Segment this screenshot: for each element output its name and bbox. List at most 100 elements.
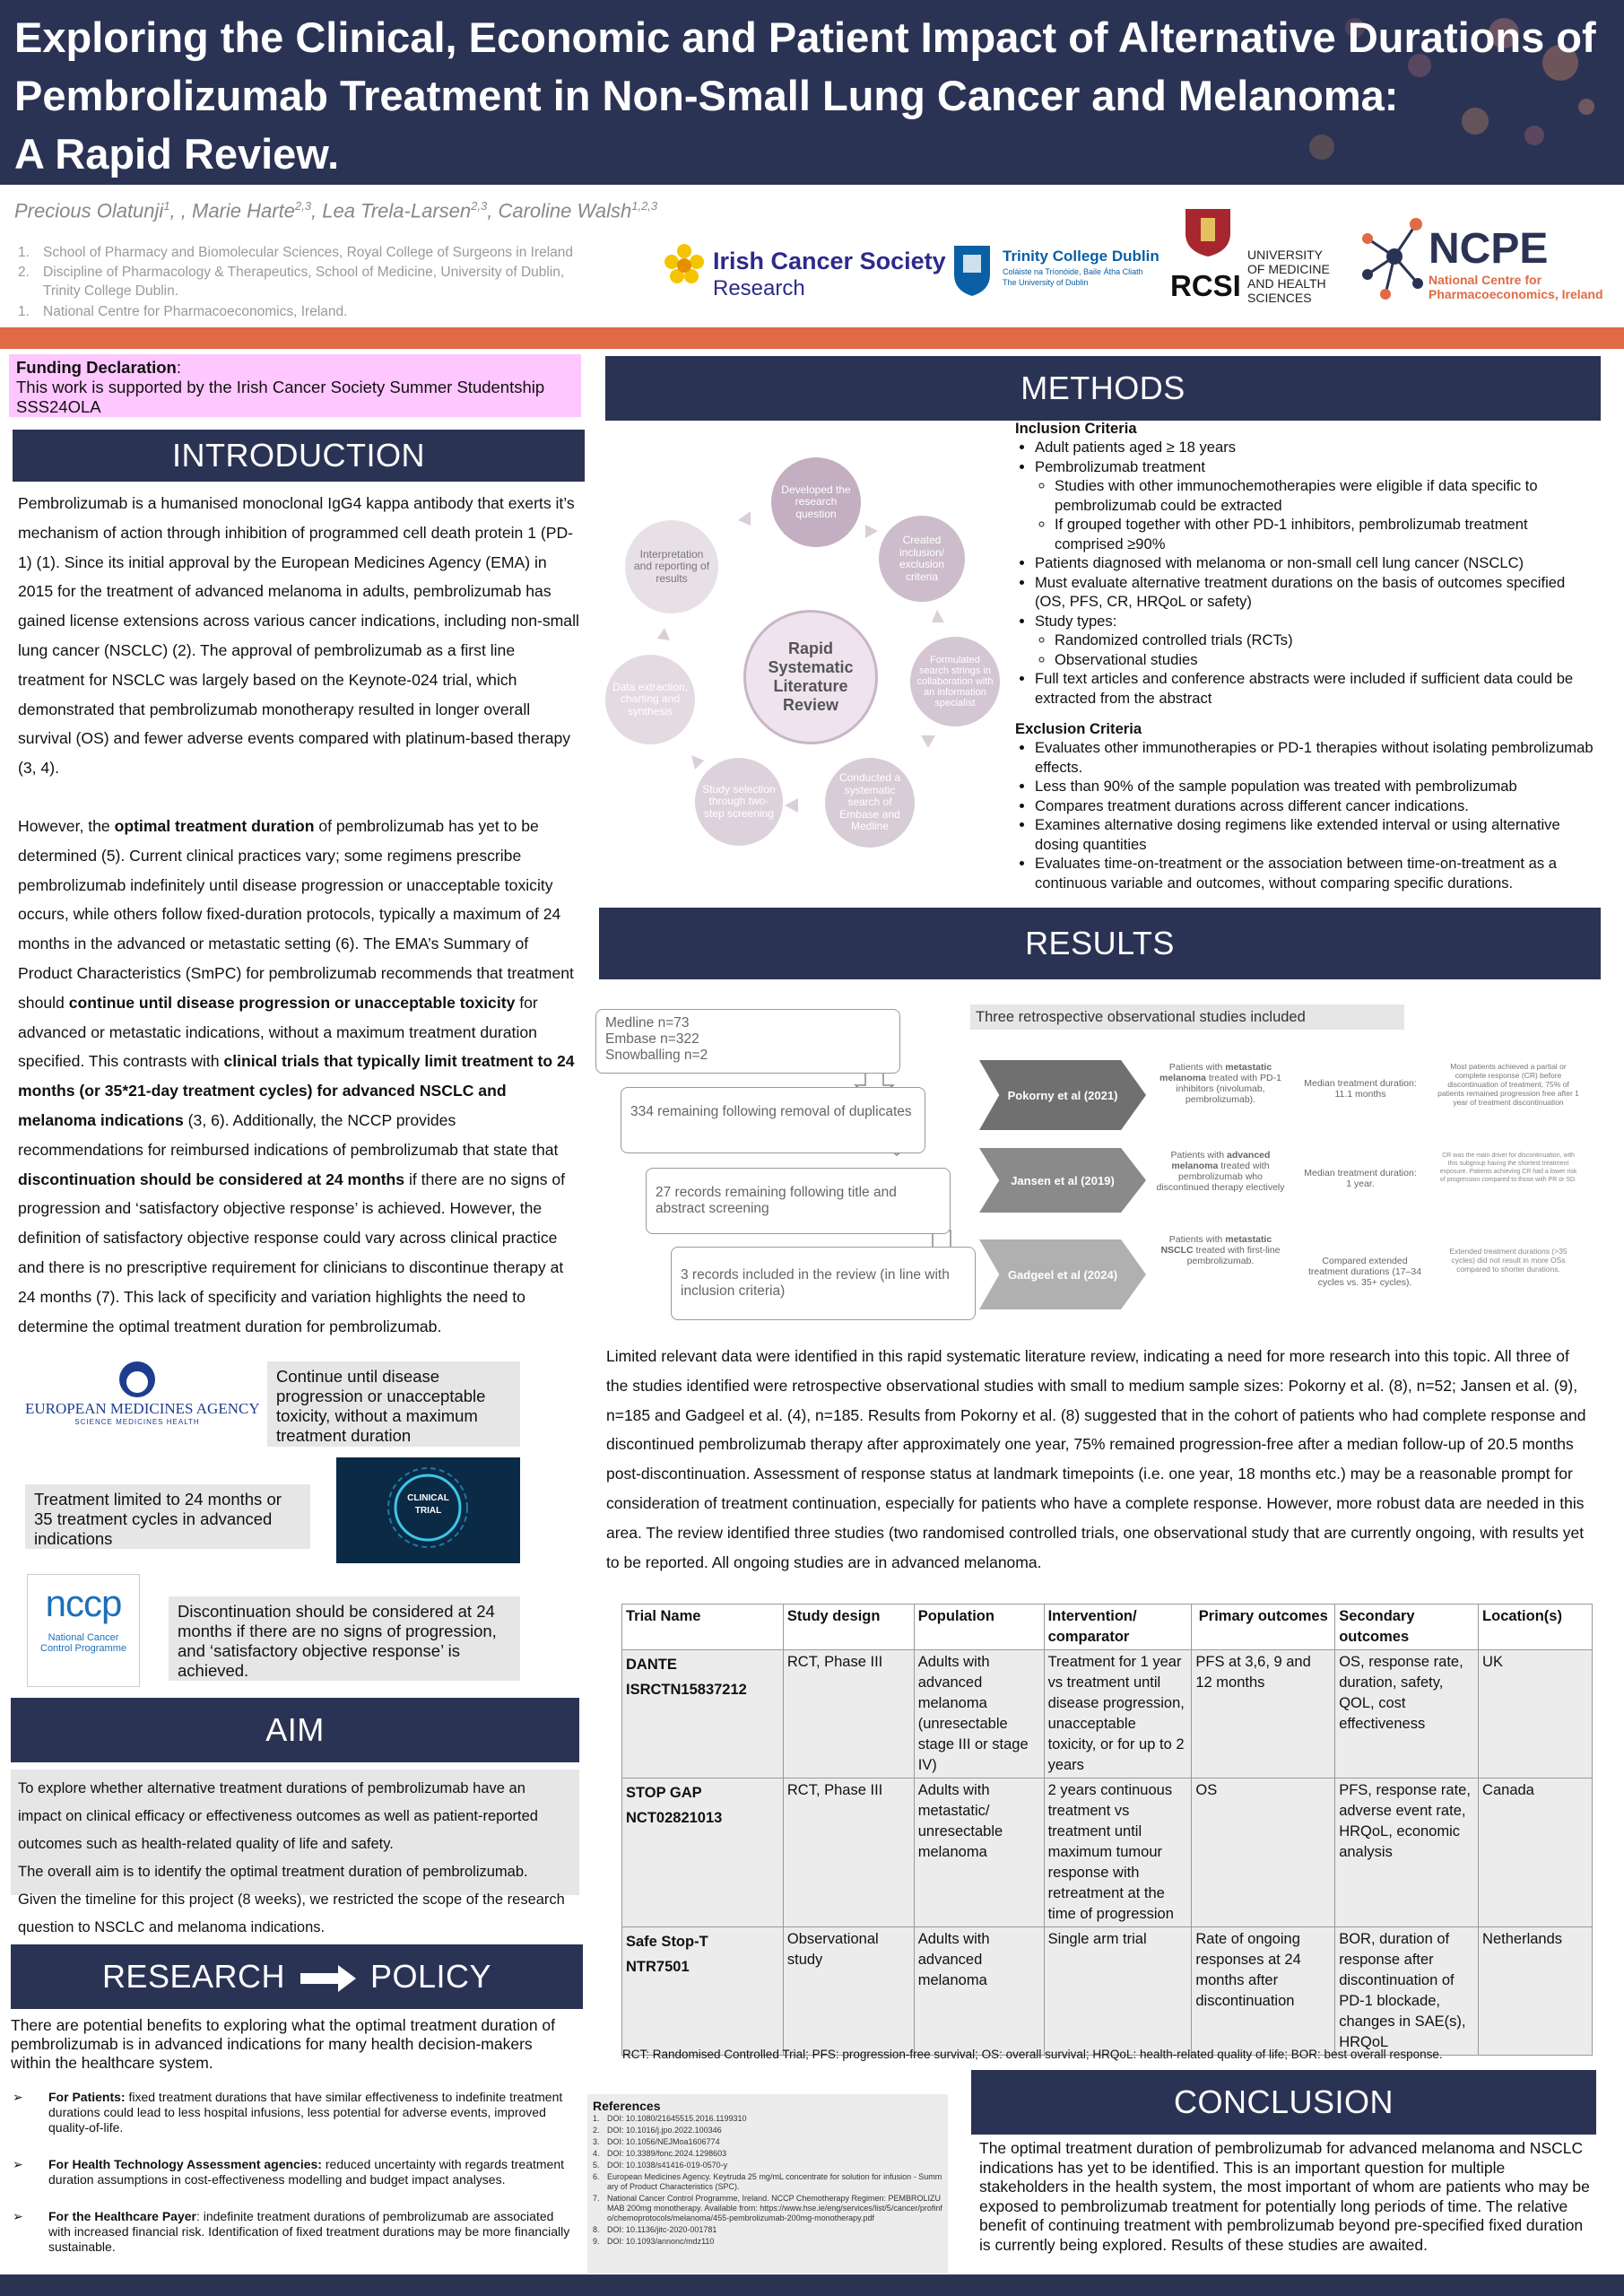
author-name: Caroline Walsh bbox=[498, 199, 632, 222]
conclusion-text: The optimal treatment duration of pembro… bbox=[979, 2139, 1590, 2254]
aim-heading: AIM bbox=[11, 1698, 579, 1762]
criteria-panel: Inclusion Criteria Adult patients aged ≥… bbox=[1015, 420, 1598, 892]
study-population: Patients with advanced melanoma treated … bbox=[1156, 1150, 1285, 1193]
criterion: Full text articles and conference abstra… bbox=[1035, 669, 1598, 708]
criterion: Patients diagnosed with melanoma or non-… bbox=[1035, 553, 1598, 573]
policy-item: ➢For the Healthcare Payer: indefinite tr… bbox=[13, 2209, 570, 2254]
aim-paragraph: Given the timeline for this project (8 w… bbox=[18, 1892, 565, 1935]
introduction-text: Pembrolizumab is a humanised monoclonal … bbox=[18, 489, 583, 1370]
reference-item: 9.DOI: 10.1093/annonc/mdz110 bbox=[593, 2237, 715, 2246]
reference-item: 8.DOI: 10.1136/jitc-2020-001781 bbox=[593, 2225, 717, 2234]
intro-paragraph-1: Pembrolizumab is a humanised monoclonal … bbox=[18, 494, 579, 778]
exclusion-list: Evaluates other immunotherapies or PD-1 … bbox=[1035, 738, 1598, 892]
study-outcome: Most patients achieved a partial or comp… bbox=[1437, 1062, 1579, 1107]
reference-item: 7.National Cancer Control Programme, Ire… bbox=[593, 2194, 942, 2222]
criterion: Compares treatment durations across diff… bbox=[1035, 796, 1598, 816]
trial-intervention: Single arm trial bbox=[1043, 1926, 1193, 2056]
policy-intro: There are potential benefits to explorin… bbox=[11, 2016, 556, 2072]
funding-code: SSS24OLA bbox=[16, 397, 101, 416]
table-header: Trial Name bbox=[621, 1604, 784, 1650]
cycle-arrows bbox=[657, 511, 944, 813]
affiliation: 1.School of Pharmacy and Biomolecular Sc… bbox=[18, 245, 574, 260]
cycle-step: Interpretation and reporting of results bbox=[625, 520, 718, 613]
criterion: Evaluates time-on-treatment or the assoc… bbox=[1035, 854, 1598, 892]
trial-design: RCT, Phase III bbox=[782, 1649, 915, 1779]
aim-paragraph: The overall aim is to identify the optim… bbox=[18, 1864, 528, 1880]
trial-intervention: 2 years continuous treatment vs treatmen… bbox=[1043, 1778, 1193, 1927]
cycle-step: Study selection through two-step screeni… bbox=[695, 758, 783, 846]
cycle-step: Conducted a systematic search of Embase … bbox=[825, 758, 915, 848]
trial-population: Adults with advanced melanoma (unresecta… bbox=[913, 1649, 1045, 1779]
introduction-heading: INTRODUCTION bbox=[13, 430, 585, 482]
criterion: Randomized controlled trials (RCTs) bbox=[1055, 631, 1598, 650]
decor-bubble bbox=[1524, 126, 1544, 145]
trial-secondary-outcome: OS, response rate, duration, safety, QOL… bbox=[1334, 1649, 1480, 1779]
table-header: Location(s) bbox=[1478, 1604, 1593, 1650]
study-name: Gadgeel et al (2024) bbox=[979, 1239, 1146, 1309]
funding-declaration: Funding Declaration: This work is suppor… bbox=[9, 354, 581, 417]
criterion: Must evaluate alternative treatment dura… bbox=[1035, 573, 1598, 612]
ema-logo: EUROPEAN MEDICINES AGENCY SCIENCE MEDICI… bbox=[25, 1359, 260, 1432]
trial-secondary-outcome: BOR, duration of response after disconti… bbox=[1334, 1926, 1480, 2056]
flow-box-deduplicated: 334 remaining following removal of dupli… bbox=[621, 1087, 925, 1153]
ncpe-network-icon bbox=[1362, 218, 1423, 300]
clinical-trial-image: CLINICAL TRIAL bbox=[336, 1457, 520, 1563]
author-affiliation-mark: 1,2,3 bbox=[631, 199, 658, 213]
studies-heading: Three retrospective observational studie… bbox=[970, 1004, 1404, 1030]
table-header: Secondary outcomes bbox=[1334, 1604, 1480, 1650]
study-row: Jansen et al (2019) Patients with advanc… bbox=[979, 1148, 1580, 1213]
cycle-step: Formulated search strings in collaborati… bbox=[910, 637, 1000, 726]
study-duration: Median treatment duration: 11.1 months bbox=[1304, 1078, 1417, 1100]
cycle-center: Rapid Systematic Literature Review bbox=[743, 610, 878, 744]
criterion: Examines alternative dosing regimens lik… bbox=[1035, 815, 1598, 854]
trial-location: UK bbox=[1478, 1649, 1593, 1779]
ema-callout: Continue until disease progression or un… bbox=[267, 1361, 520, 1447]
table-footnote: RCT: Randomised Controlled Trial; PFS: p… bbox=[622, 2048, 1443, 2061]
decor-bubble bbox=[1462, 108, 1489, 135]
reference-item: 5.DOI: 10.1038/s41416-019-0570-y bbox=[593, 2161, 728, 2170]
nccp-callout: Discontinuation should be considered at … bbox=[169, 1596, 520, 1681]
criterion: If grouped together with other PD-1 inhi… bbox=[1055, 515, 1598, 553]
author-name: Lea Trela-Larsen bbox=[322, 199, 472, 222]
reference-item: 4.DOI: 10.3389/fonc.2024.1298603 bbox=[593, 2149, 727, 2158]
table-header-row: Trial Name Study design Population Inter… bbox=[621, 1604, 1593, 1650]
criterion: Pembrolizumab treatment bbox=[1035, 457, 1598, 477]
flow-box-included: 3 records included in the review (in lin… bbox=[671, 1247, 976, 1320]
divider-bar bbox=[0, 327, 1624, 349]
reference-item: 1.DOI: 10.1080/21645515.2016.1199310 bbox=[593, 2114, 747, 2123]
decor-bubble bbox=[1408, 54, 1431, 77]
table-header: Primary outcomes bbox=[1191, 1604, 1336, 1650]
trial-population: Adults with advanced melanoma bbox=[913, 1926, 1045, 2056]
affiliation: Trinity College Dublin. bbox=[43, 283, 179, 299]
study-name: Pokorny et al (2021) bbox=[979, 1060, 1146, 1130]
trial-primary-outcome: OS bbox=[1191, 1778, 1336, 1927]
cycle-step: Data extraction, charting and synthesis bbox=[605, 655, 695, 744]
arrow-right-icon bbox=[300, 1965, 356, 1993]
footer-bar bbox=[0, 2274, 1624, 2296]
policy-item: ➢For Health Technology Assessment agenci… bbox=[13, 2157, 565, 2187]
nccp-logo: nccp National Cancer Control Programme bbox=[27, 1574, 140, 1687]
decor-bubble bbox=[1489, 18, 1519, 48]
decor-bubble bbox=[1578, 99, 1594, 115]
trial-primary-outcome: PFS at 3,6, 9 and 12 months bbox=[1191, 1649, 1336, 1779]
intro-paragraph-2: However, the optimal treatment duration … bbox=[18, 816, 575, 1335]
author-affiliation-mark: 2,3 bbox=[294, 199, 311, 213]
ema-star-icon bbox=[119, 1361, 155, 1397]
criterion: Evaluates other immunotherapies or PD-1 … bbox=[1035, 738, 1598, 777]
cycle-step: Developed the research question bbox=[771, 457, 861, 547]
study-outcome: Extended treatment durations (>35 cycles… bbox=[1449, 1247, 1568, 1274]
inclusion-list: Adult patients aged ≥ 18 years Pembroliz… bbox=[1035, 438, 1598, 708]
table-header: Population bbox=[913, 1604, 1045, 1650]
table-header: Intervention/ comparator bbox=[1043, 1604, 1193, 1650]
trial-secondary-outcome: PFS, response rate, adverse event rate, … bbox=[1334, 1778, 1480, 1927]
rcsi-crest-icon bbox=[1185, 209, 1230, 257]
criterion: Adult patients aged ≥ 18 years bbox=[1035, 438, 1598, 457]
references-heading: References bbox=[593, 2099, 661, 2113]
author-name: Marie Harte bbox=[192, 199, 295, 222]
title-banner: Exploring the Clinical, Economic and Pat… bbox=[0, 0, 1624, 185]
policy-item: ➢For Patients: fixed treatment durations… bbox=[13, 2090, 563, 2135]
